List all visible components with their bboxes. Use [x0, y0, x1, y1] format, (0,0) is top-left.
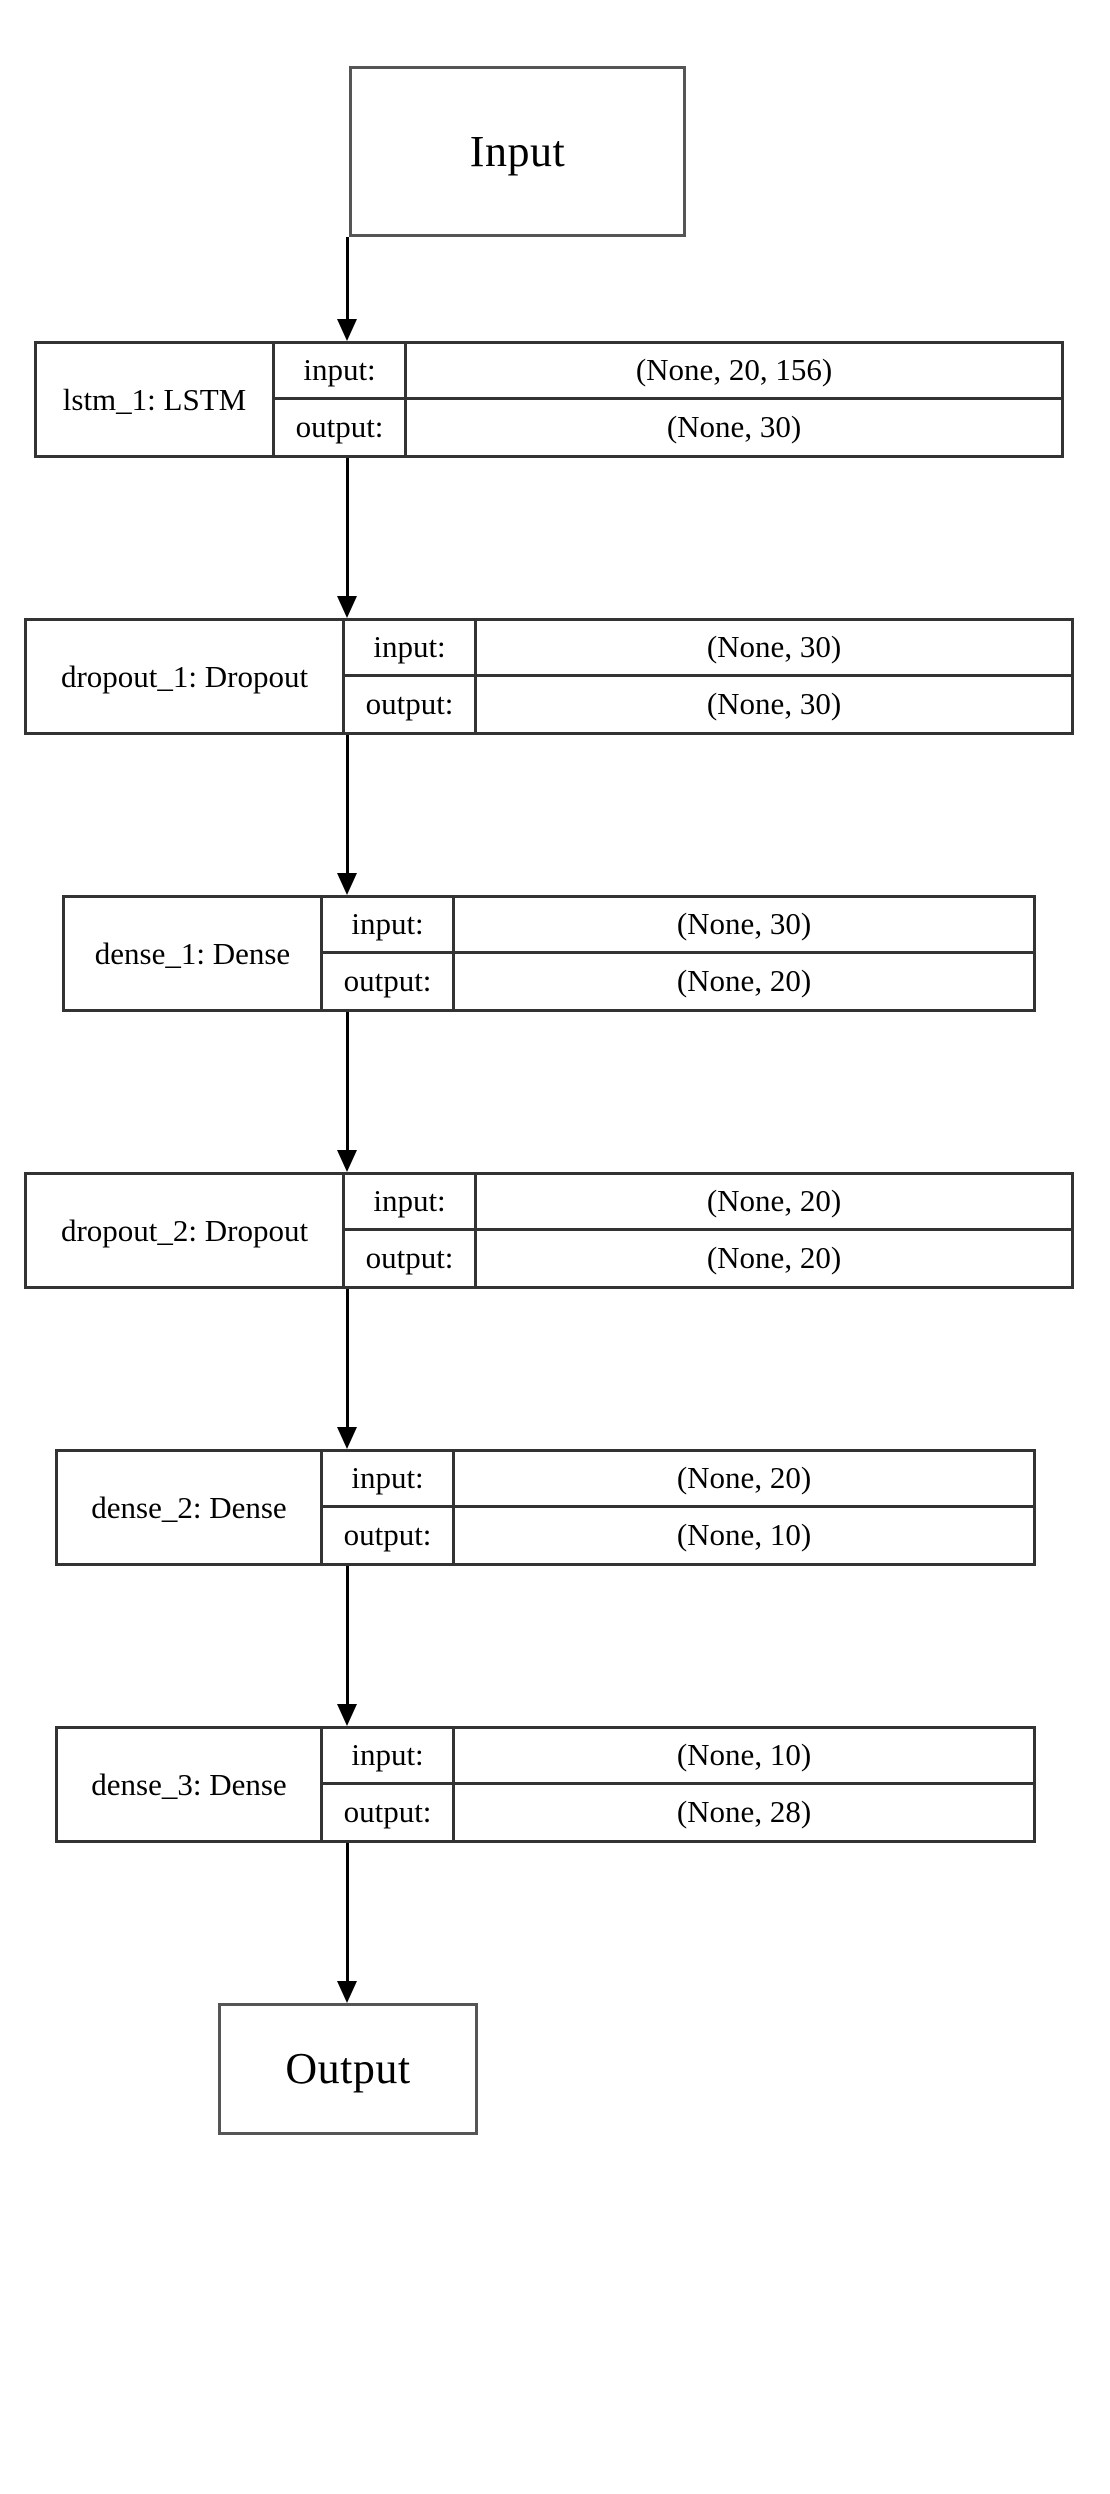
- node-dense-3-io: input: (None, 10) output: (None, 28): [323, 1729, 1033, 1840]
- node-dropout-1-name: dropout_1: Dropout: [27, 621, 345, 732]
- edge-lstm1-to-dropout1: [337, 458, 357, 618]
- io-value-output-shape: (None, 28): [676, 1794, 812, 1830]
- arrowhead-icon: [337, 1150, 357, 1172]
- edge-line: [346, 1289, 349, 1429]
- io-value-input-shape: (None, 10): [676, 1737, 812, 1773]
- node-dropout-2[interactable]: dropout_2: Dropout input: (None, 20) out…: [24, 1172, 1074, 1289]
- edge-dropout1-to-dense1: [337, 735, 357, 895]
- io-key-output: output:: [323, 1784, 455, 1840]
- io-key-input: input:: [345, 1175, 477, 1228]
- arrowhead-icon: [337, 596, 357, 618]
- edge-dense2-to-dense3: [337, 1566, 357, 1726]
- edge-line: [346, 1843, 349, 1983]
- node-output[interactable]: Output: [218, 2003, 478, 2135]
- node-output-label: Output: [285, 2044, 411, 2093]
- node-lstm-1-io: input: (None, 20, 156) output: (None, 30…: [275, 344, 1061, 455]
- io-key-output: output:: [345, 676, 477, 732]
- io-value-output-shape: (None, 20): [706, 1240, 842, 1276]
- io-row-output: output: (None, 10): [323, 1507, 1033, 1563]
- node-dense-2-name: dense_2: Dense: [58, 1452, 323, 1563]
- io-value-input-shape: (None, 30): [676, 906, 812, 942]
- edge-line: [346, 735, 349, 875]
- node-dense-3[interactable]: dense_3: Dense input: (None, 10) output:…: [55, 1726, 1036, 1843]
- edge-dropout2-to-dense2: [337, 1289, 357, 1449]
- node-input-label: Input: [469, 126, 566, 176]
- edge-dense1-to-dropout2: [337, 1012, 357, 1172]
- io-row-input: input: (None, 30): [345, 621, 1071, 677]
- io-key-output: output:: [275, 399, 407, 455]
- node-dropout-1[interactable]: dropout_1: Dropout input: (None, 30) out…: [24, 618, 1074, 735]
- io-value-input-shape: (None, 20, 156): [635, 352, 833, 388]
- io-key-output: output:: [323, 953, 455, 1009]
- io-value-output-shape: (None, 30): [706, 686, 842, 722]
- io-value-input-shape: (None, 30): [706, 629, 842, 665]
- io-row-input: input: (None, 20, 156): [275, 344, 1061, 400]
- io-value-input-shape: (None, 20): [706, 1183, 842, 1219]
- io-key-input: input:: [323, 1452, 455, 1505]
- io-row-output: output: (None, 20): [345, 1230, 1071, 1286]
- edge-line: [346, 1566, 349, 1706]
- io-key-input: input:: [323, 1729, 455, 1782]
- node-dense-2-io: input: (None, 20) output: (None, 10): [323, 1452, 1033, 1563]
- arrowhead-icon: [337, 1704, 357, 1726]
- io-row-output: output: (None, 30): [345, 676, 1071, 732]
- node-dropout-2-name: dropout_2: Dropout: [27, 1175, 345, 1286]
- edge-input-to-lstm1: [337, 237, 357, 341]
- node-dense-1-name: dense_1: Dense: [65, 898, 323, 1009]
- node-dense-3-name: dense_3: Dense: [58, 1729, 323, 1840]
- arrowhead-icon: [337, 873, 357, 895]
- io-row-output: output: (None, 20): [323, 953, 1033, 1009]
- node-dropout-2-io: input: (None, 20) output: (None, 20): [345, 1175, 1071, 1286]
- io-key-output: output:: [345, 1230, 477, 1286]
- io-row-input: input: (None, 20): [323, 1452, 1033, 1508]
- io-row-input: input: (None, 30): [323, 898, 1033, 954]
- arrowhead-icon: [337, 319, 357, 341]
- io-key-output: output:: [323, 1507, 455, 1563]
- io-row-input: input: (None, 10): [323, 1729, 1033, 1785]
- node-lstm-1-name: lstm_1: LSTM: [37, 344, 275, 455]
- io-key-input: input:: [345, 621, 477, 674]
- edge-line: [346, 1012, 349, 1152]
- edge-line: [346, 237, 349, 321]
- io-key-input: input:: [323, 898, 455, 951]
- node-dense-1[interactable]: dense_1: Dense input: (None, 30) output:…: [62, 895, 1036, 1012]
- io-value-input-shape: (None, 20): [676, 1460, 812, 1496]
- io-value-output-shape: (None, 20): [676, 963, 812, 999]
- node-dense-1-io: input: (None, 30) output: (None, 20): [323, 898, 1033, 1009]
- node-input[interactable]: Input: [349, 66, 686, 237]
- node-dropout-1-io: input: (None, 30) output: (None, 30): [345, 621, 1071, 732]
- arrowhead-icon: [337, 1427, 357, 1449]
- io-key-input: input:: [275, 344, 407, 397]
- node-lstm-1[interactable]: lstm_1: LSTM input: (None, 20, 156) outp…: [34, 341, 1064, 458]
- io-row-input: input: (None, 20): [345, 1175, 1071, 1231]
- io-value-output-shape: (None, 30): [666, 409, 802, 445]
- io-row-output: output: (None, 28): [323, 1784, 1033, 1840]
- arrowhead-icon: [337, 1981, 357, 2003]
- edge-line: [346, 458, 349, 598]
- io-row-output: output: (None, 30): [275, 399, 1061, 455]
- edge-dense3-to-output: [337, 1843, 357, 2003]
- node-dense-2[interactable]: dense_2: Dense input: (None, 20) output:…: [55, 1449, 1036, 1566]
- io-value-output-shape: (None, 10): [676, 1517, 812, 1553]
